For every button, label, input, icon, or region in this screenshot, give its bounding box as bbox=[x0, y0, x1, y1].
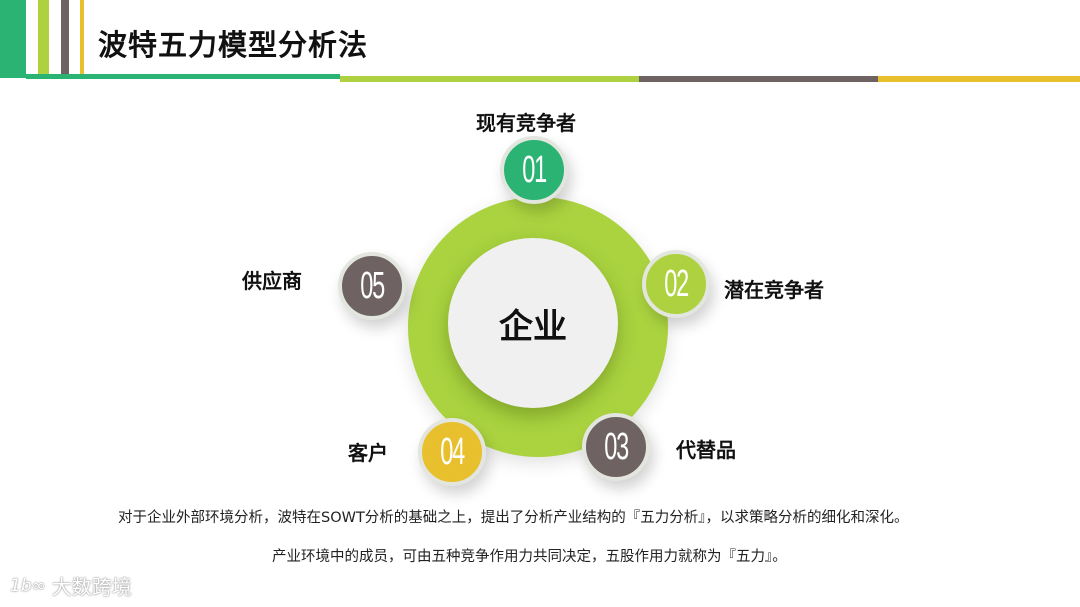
watermark-logo-icon: 1b∞ bbox=[10, 575, 46, 596]
header-stripe-yellow bbox=[80, 0, 84, 78]
node-number: 03 bbox=[604, 425, 629, 468]
watermark: 1b∞ 大数跨境 bbox=[10, 571, 132, 600]
header-underline-gray bbox=[639, 76, 878, 82]
header-stripe-gray bbox=[61, 0, 69, 78]
force-node-02: 02 bbox=[642, 250, 710, 318]
center-circle: 企业 bbox=[448, 238, 618, 408]
force-node-03: 03 bbox=[582, 413, 650, 481]
node-number: 04 bbox=[440, 430, 465, 473]
description-line-1: 对于企业外部环境分析，波特在SOWT分析的基础之上，提出了分析产业结构的『五力分… bbox=[118, 510, 909, 526]
force-label-potential-competitors: 潜在竞争者 bbox=[724, 278, 824, 302]
force-node-04: 04 bbox=[418, 418, 486, 486]
header-underline-green bbox=[26, 74, 340, 79]
force-label-customers: 客户 bbox=[348, 441, 388, 465]
center-label: 企业 bbox=[499, 306, 567, 347]
description-line-2: 产业环境中的成员，可由五种竞争作用力共同决定，五股作用力就称为『五力』。 bbox=[272, 549, 787, 565]
node-number: 02 bbox=[664, 262, 689, 305]
header-stripe-lime bbox=[38, 0, 49, 78]
header-underline-yellow bbox=[878, 76, 1080, 82]
node-number: 01 bbox=[522, 148, 547, 191]
node-number: 05 bbox=[360, 264, 385, 307]
page-title: 波特五力模型分析法 bbox=[98, 28, 369, 62]
header-accent-block bbox=[0, 0, 26, 78]
force-label-suppliers: 供应商 bbox=[242, 269, 302, 293]
force-label-existing-competitors: 现有竞争者 bbox=[476, 111, 576, 135]
force-label-substitutes: 代替品 bbox=[676, 438, 736, 462]
force-node-01: 01 bbox=[500, 136, 568, 204]
watermark-text: 大数跨境 bbox=[51, 575, 132, 599]
header-underline-lime bbox=[340, 76, 639, 82]
force-node-05: 05 bbox=[338, 252, 406, 320]
